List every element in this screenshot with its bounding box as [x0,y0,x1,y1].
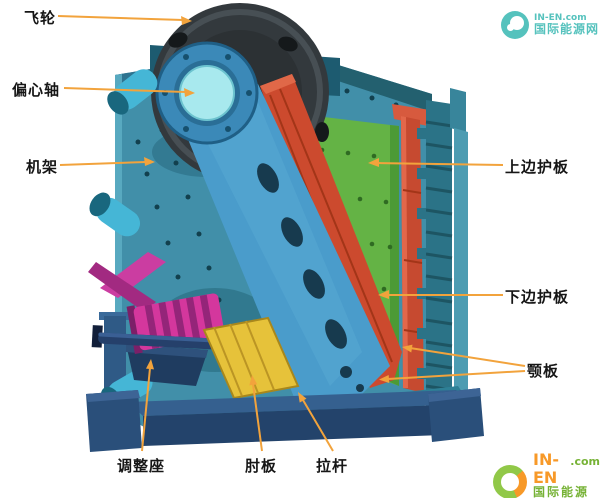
moving-jaw-plate [260,74,402,388]
watermark-bottom-site-cn: 国际能源网 [533,485,590,498]
leader-adjusting-seat [141,367,151,452]
eccentric-shaft-center [179,65,235,121]
pipe-mid-left [89,192,141,237]
watermark-top-logo-icon [501,11,529,39]
right-guard-ribs [425,120,453,392]
base-left-foot-top [86,390,140,402]
right-guard-teeth [417,128,426,379]
right-hook [450,88,466,132]
watermark-top-site-cn: 国际能源网 [534,22,600,37]
leader-arrowheads [144,16,413,403]
watermark-bottom: IN-EN .com 国际能源网 [493,451,600,498]
label-tension-rod: 拉杆 [316,457,349,475]
label-upper-side-guard: 上边护板 [505,158,570,176]
leader-eccentric-shaft [63,87,187,93]
leader-lines [57,15,526,452]
base-right-foot-top [428,388,481,402]
base-left-foot [86,390,142,452]
leader-toggle-plate [252,383,263,452]
flywheel-holes [168,32,329,142]
watermark-top: IN-EN.com 国际能源网 [501,11,599,39]
watermark-bottom-suffix: .com [570,455,600,468]
leader-jaw-lower [387,370,526,380]
right-guard-column [426,100,452,420]
label-lower-side-guard: 下边护板 [505,288,570,306]
base-beam-front [143,404,470,446]
moving-jaw-highlight [260,74,296,94]
label-eccentric-shaft: 偏心轴 [12,81,61,99]
base-right-foot [428,388,484,442]
leader-jaw-upper [409,347,526,367]
side-liner-shade [390,125,399,386]
label-toggle-plate: 肘板 [245,457,278,475]
pitman-face [205,102,362,386]
label-frame: 机架 [26,158,59,176]
leader-upper-guard [376,162,504,166]
label-adjusting-seat: 调整座 [117,457,166,475]
fixed-jaw-highlight [401,116,408,388]
magenta-bracket-b [88,262,156,312]
hub-bolts [162,54,252,132]
leader-flywheel [57,15,184,21]
right-outer-plate [454,128,468,424]
leader-tension-rod [302,399,334,452]
watermark-bottom-logo-icon [493,464,527,498]
base-beam-top [128,390,470,416]
watermark-top-site-en: IN-EN.com [534,12,587,23]
watermark-bottom-brand: IN-EN [533,450,559,487]
leader-frame [59,161,147,166]
label-jaw-plate: 颚板 [527,362,560,380]
label-flywheel: 飞轮 [24,9,57,27]
